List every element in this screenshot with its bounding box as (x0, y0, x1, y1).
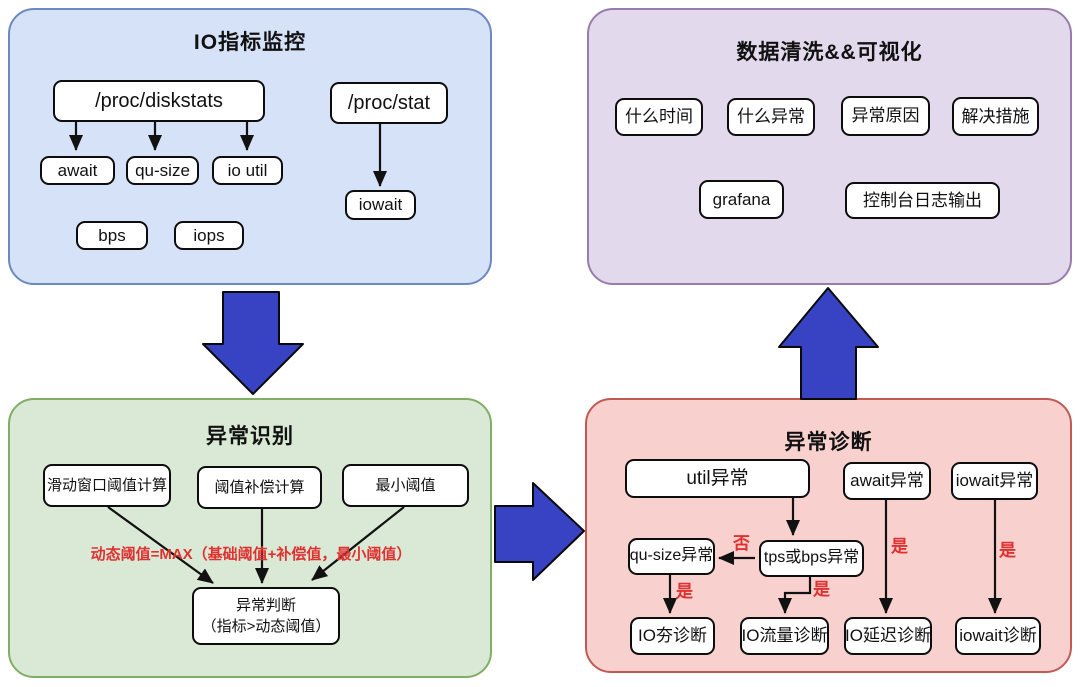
node-qu-size: qu-size (126, 156, 199, 185)
node-io-latency-diag: IO延迟诊断 (844, 617, 932, 655)
edge-label-no: 否 (733, 534, 750, 553)
title-diagnosis: 异常诊断 (784, 431, 873, 454)
node-iowait-anomaly: iowait异常 (951, 462, 1038, 500)
node-await-anomaly: await异常 (843, 462, 931, 500)
node-solution: 解决措施 (952, 97, 1039, 136)
node-threshold-compensation: 阈值补偿计算 (197, 466, 322, 509)
flow-arrow-recognition-to-diagnosis (494, 482, 585, 581)
node-bps: bps (76, 221, 148, 250)
dynamic-threshold-formula: 动态阈值=MAX（基础阈值+补偿值，最小阈值） (90, 546, 412, 563)
flow-arrow-diagnosis-to-visualization (778, 287, 879, 400)
title-io-monitor: IO指标监控 (193, 31, 307, 54)
judge-line1: 异常判断 (235, 597, 296, 615)
node-console-log: 控制台日志输出 (845, 182, 1000, 219)
node-minimum-threshold: 最小阈值 (342, 464, 469, 507)
node-io-util: io util (212, 156, 283, 185)
node-what-time: 什么时间 (615, 98, 703, 136)
node-proc-stat: /proc/stat (330, 82, 448, 124)
title-visualization: 数据清洗&&可视化 (736, 41, 923, 64)
panel-visualization (587, 8, 1072, 285)
node-proc-diskstats: /proc/diskstats (53, 80, 265, 122)
node-iops: iops (174, 221, 244, 250)
node-qusize-anomaly: qu-size异常 (628, 538, 715, 575)
judge-line2: （指标>动态阈值） (201, 617, 331, 635)
edge-label-yes-iowait: 是 (999, 541, 1016, 560)
node-what-anomaly: 什么异常 (727, 98, 815, 136)
panel-recognition (8, 398, 492, 678)
node-util-anomaly: util异常 (625, 459, 810, 498)
node-iowait-diag: iowait诊断 (955, 617, 1041, 655)
edge-label-yes-qusize: 是 (676, 582, 693, 601)
node-io-hang-diag: IO夯诊断 (630, 617, 715, 655)
node-grafana: grafana (699, 180, 784, 219)
title-recognition: 异常识别 (206, 425, 294, 448)
node-io-traffic-diag: IO流量诊断 (740, 617, 829, 655)
node-iowait: iowait (345, 190, 416, 220)
node-tps-bps-anomaly: tps或bps异常 (759, 540, 864, 577)
node-anomaly-judgement: 异常判断 （指标>动态阈值） (192, 587, 340, 645)
node-anomaly-reason: 异常原因 (841, 96, 930, 136)
node-sliding-window-threshold: 滑动窗口阈值计算 (43, 464, 171, 507)
flow-arrow-monitor-to-recognition (202, 291, 304, 395)
node-await: await (40, 156, 115, 185)
edge-label-yes-await: 是 (891, 537, 908, 556)
edge-label-yes-tpsbps: 是 (813, 580, 830, 599)
